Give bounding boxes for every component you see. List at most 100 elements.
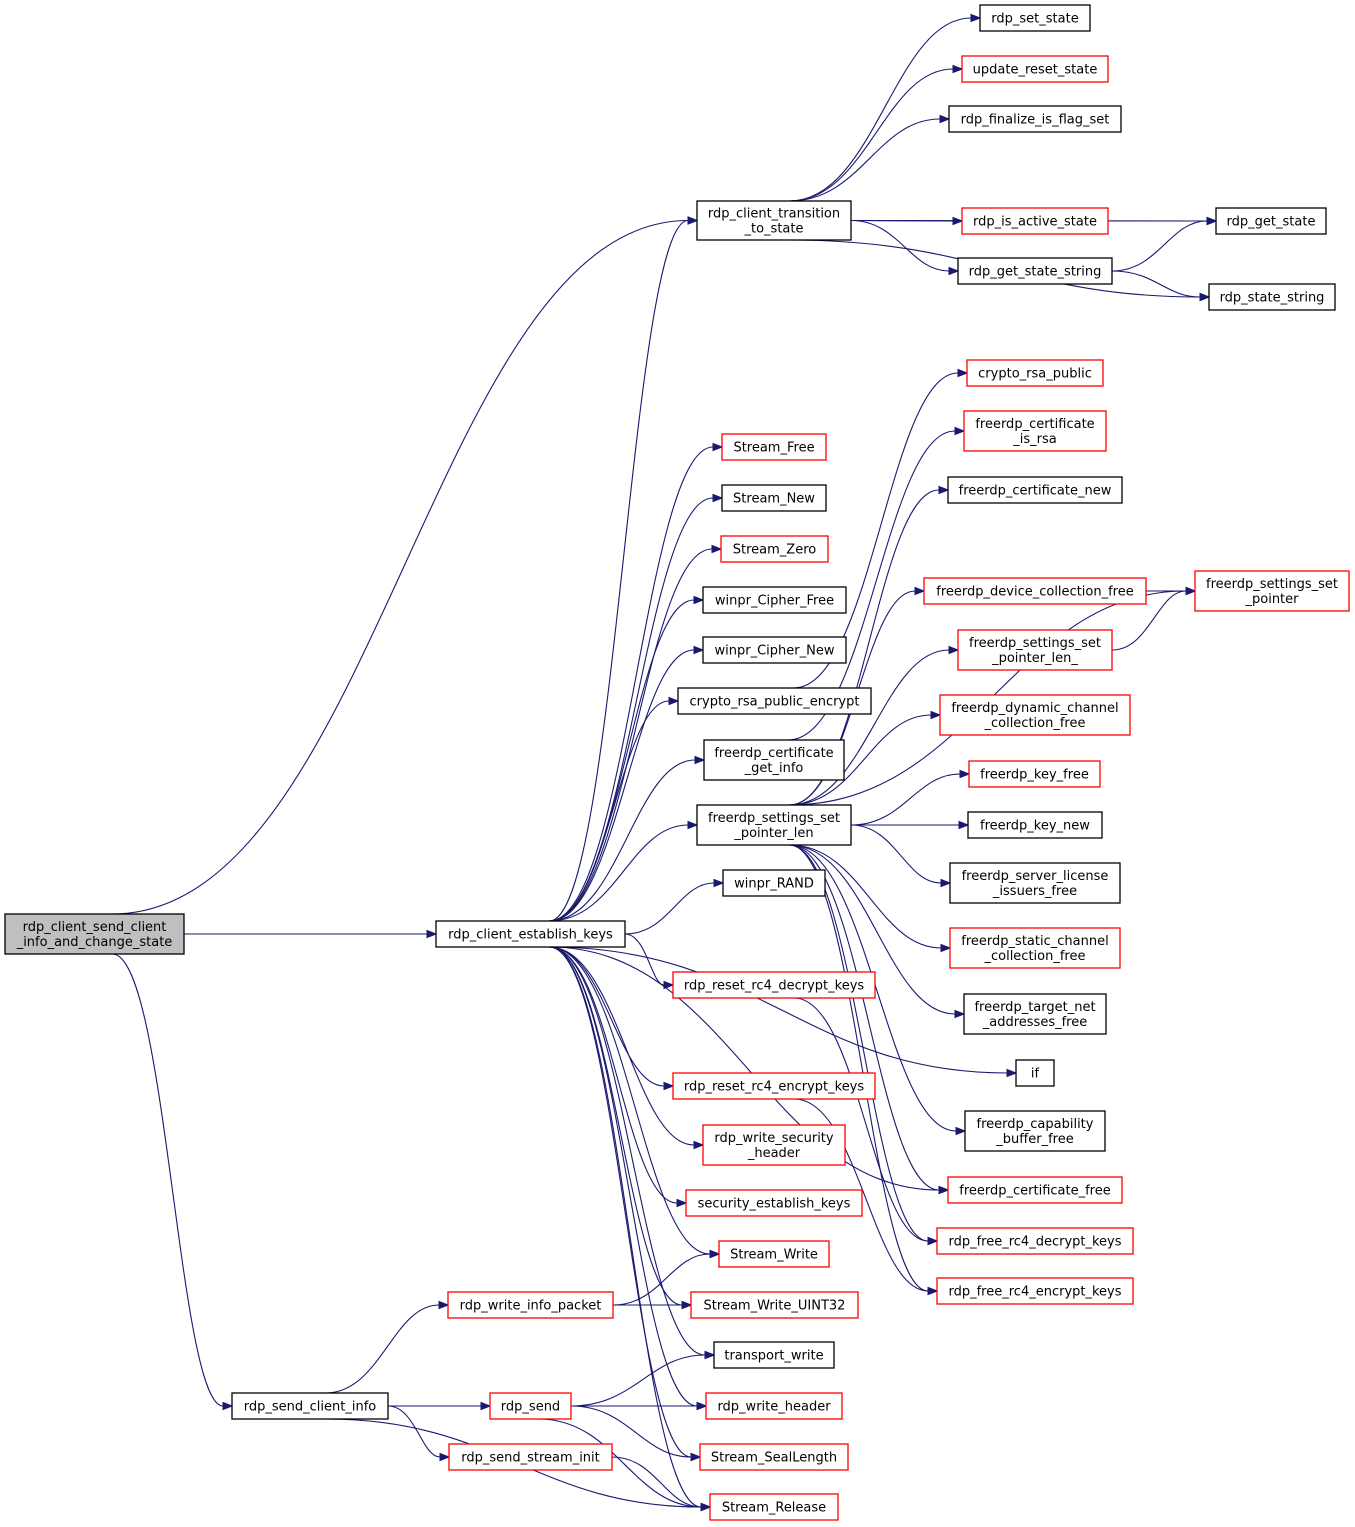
node-free-rc4-decrypt[interactable]: rdp_free_rc4_decrypt_keys	[936, 1227, 1134, 1255]
node-if[interactable]: if	[1015, 1059, 1055, 1087]
node-key-free[interactable]: freerdp_key_free	[968, 760, 1101, 788]
call-edges	[112, 13, 1218, 1512]
node-box	[961, 55, 1109, 83]
node-box	[957, 257, 1113, 285]
node-winpr-rand[interactable]: winpr_RAND	[722, 869, 826, 897]
node-free-rc4-encrypt[interactable]: rdp_free_rc4_encrypt_keys	[936, 1277, 1134, 1305]
node-seal-length[interactable]: Stream_SealLength	[699, 1443, 849, 1471]
edge-send-client-info-to-send-stream-init	[387, 1405, 451, 1462]
edge-settings-set-pointer-len--to-settings-set-pointer	[1111, 586, 1197, 651]
node-box	[718, 1240, 830, 1268]
node-stream-write[interactable]: Stream_Write	[718, 1240, 830, 1268]
node-label: rdp_free_rc4_decrypt_keys	[948, 1235, 1121, 1250]
edge-reset-rc4-encrypt-to-free-rc4-encrypt	[794, 1098, 939, 1296]
node-state-string[interactable]: rdp_state_string	[1208, 283, 1336, 311]
node-rdp-send[interactable]: rdp_send	[489, 1392, 572, 1420]
node-rsa-public-encrypt[interactable]: crypto_rsa_public_encrypt	[677, 687, 872, 715]
node-label: rdp_client_transition	[708, 207, 840, 222]
edge-settings-set-pointer-len-to-key-new	[851, 820, 970, 830]
node-reset-rc4-decrypt[interactable]: rdp_reset_rc4_decrypt_keys	[672, 971, 876, 999]
edge-transition-to-is-active-state	[850, 216, 964, 226]
node-device-coll-free[interactable]: freerdp_device_collection_free	[923, 577, 1147, 605]
node-stream-write-uint32[interactable]: Stream_Write_UINT32	[690, 1291, 859, 1319]
node-get-state[interactable]: rdp_get_state	[1215, 207, 1327, 235]
edge-establish-keys-to-reset-rc4-decrypt	[624, 933, 675, 990]
edge-settings-set-pointer-len-to-dyn-channel-free	[789, 710, 942, 806]
node-box	[690, 1291, 859, 1319]
node-license-issuers-free[interactable]: freerdp_server_license_issuers_free	[949, 862, 1121, 904]
edge-send-client-info-to-write-info-packet	[325, 1300, 450, 1394]
edge-get-state-string-to-get-state	[1111, 216, 1218, 272]
node-label: _collection_free	[983, 716, 1085, 731]
edge-establish-keys-to-stream-zero	[549, 544, 723, 922]
node-box	[939, 694, 1131, 736]
edge-establish-keys-to-winpr-rand	[624, 878, 725, 935]
node-box	[1208, 283, 1336, 311]
node-root[interactable]: rdp_client_send_client_info_and_change_s…	[4, 913, 185, 955]
node-crypto-rsa-public[interactable]: crypto_rsa_public	[966, 359, 1104, 387]
node-write-info-packet[interactable]: rdp_write_info_packet	[447, 1291, 614, 1319]
edge-establish-keys-to-stream-free	[549, 442, 724, 922]
node-box	[699, 1443, 849, 1471]
node-update-reset-state[interactable]: update_reset_state	[961, 55, 1109, 83]
node-box	[948, 105, 1122, 133]
node-box	[4, 913, 185, 955]
node-security-establish-keys[interactable]: security_establish_keys	[685, 1189, 863, 1217]
node-label: Stream_Free	[733, 441, 814, 456]
node-box	[672, 1072, 876, 1100]
node-settings-set-pointer[interactable]: freerdp_settings_set_pointer	[1194, 570, 1350, 612]
node-label: rdp_write_info_packet	[460, 1299, 602, 1314]
node-label: _buffer_free	[995, 1132, 1073, 1147]
node-transport-write[interactable]: transport_write	[713, 1341, 835, 1369]
edge-root-to-send-client-info	[112, 953, 234, 1411]
node-cert-get-info[interactable]: freerdp_certificate_get_info	[703, 739, 845, 781]
node-box	[1194, 570, 1350, 612]
node-target-net-free[interactable]: freerdp_target_net_addresses_free	[963, 993, 1107, 1035]
node-box	[702, 586, 847, 614]
node-dyn-channel-free[interactable]: freerdp_dynamic_channel_collection_free	[939, 694, 1131, 736]
edge-rdp-send-to-seal-length	[570, 1405, 702, 1462]
node-transition[interactable]: rdp_client_transition_to_state	[696, 200, 852, 241]
node-stream-new[interactable]: Stream_New	[721, 484, 827, 512]
node-capability-buffer-free[interactable]: freerdp_capability_buffer_free	[964, 1110, 1106, 1152]
node-stream-free[interactable]: Stream_Free	[721, 433, 827, 461]
node-label: rdp_client_establish_keys	[448, 928, 613, 943]
node-set-state[interactable]: rdp_set_state	[979, 4, 1091, 32]
node-label: Stream_New	[733, 492, 815, 507]
node-box	[696, 804, 852, 846]
node-settings-set-pointer-len-[interactable]: freerdp_settings_set_pointer_len_	[957, 629, 1113, 671]
edge-settings-set-pointer-len-to-static-channel-free	[789, 844, 952, 953]
node-reset-rc4-encrypt[interactable]: rdp_reset_rc4_encrypt_keys	[672, 1072, 876, 1100]
node-box	[703, 739, 845, 781]
node-static-channel-free[interactable]: freerdp_static_channel_collection_free	[949, 927, 1121, 969]
node-is-active-state[interactable]: rdp_is_active_state	[961, 207, 1109, 235]
edge-transition-to-finalize-flag	[789, 114, 951, 202]
node-box	[447, 1291, 614, 1319]
node-cipher-free[interactable]: winpr_Cipher_Free	[702, 586, 847, 614]
edge-rsa-public-encrypt-to-crypto-rsa-public	[793, 368, 969, 689]
node-box	[709, 1493, 839, 1521]
node-stream-release[interactable]: Stream_Release	[709, 1493, 839, 1521]
node-key-new[interactable]: freerdp_key_new	[967, 811, 1103, 839]
node-send-stream-init[interactable]: rdp_send_stream_init	[448, 1443, 613, 1471]
node-label: rdp_reset_rc4_decrypt_keys	[684, 979, 865, 994]
edge-establish-keys-to-rsa-public-encrypt	[549, 696, 680, 922]
node-get-state-string[interactable]: rdp_get_state_string	[957, 257, 1113, 285]
node-establish-keys[interactable]: rdp_client_establish_keys	[435, 920, 626, 948]
node-box	[448, 1443, 613, 1471]
node-cert-new[interactable]: freerdp_certificate_new	[947, 476, 1123, 504]
node-write-header[interactable]: rdp_write_header	[705, 1392, 843, 1420]
node-label: rdp_send_client_info	[244, 1400, 377, 1415]
node-settings-set-pointer-len[interactable]: freerdp_settings_set_pointer_len	[696, 804, 852, 846]
node-cipher-new[interactable]: winpr_Cipher_New	[702, 636, 847, 664]
node-cert-is-rsa[interactable]: freerdp_certificate_is_rsa	[963, 410, 1107, 452]
node-label: security_establish_keys	[698, 1197, 851, 1212]
node-stream-zero[interactable]: Stream_Zero	[720, 535, 829, 563]
node-label: rdp_state_string	[1220, 291, 1325, 306]
node-send-client-info[interactable]: rdp_send_client_info	[231, 1392, 389, 1420]
node-finalize-flag[interactable]: rdp_finalize_is_flag_set	[948, 105, 1122, 133]
node-certificate-free[interactable]: freerdp_certificate_free	[947, 1176, 1123, 1204]
node-write-security-header[interactable]: rdp_write_security_header	[702, 1124, 846, 1166]
node-label: freerdp_target_net	[974, 1000, 1095, 1015]
node-label: rdp_is_active_state	[973, 215, 1097, 230]
